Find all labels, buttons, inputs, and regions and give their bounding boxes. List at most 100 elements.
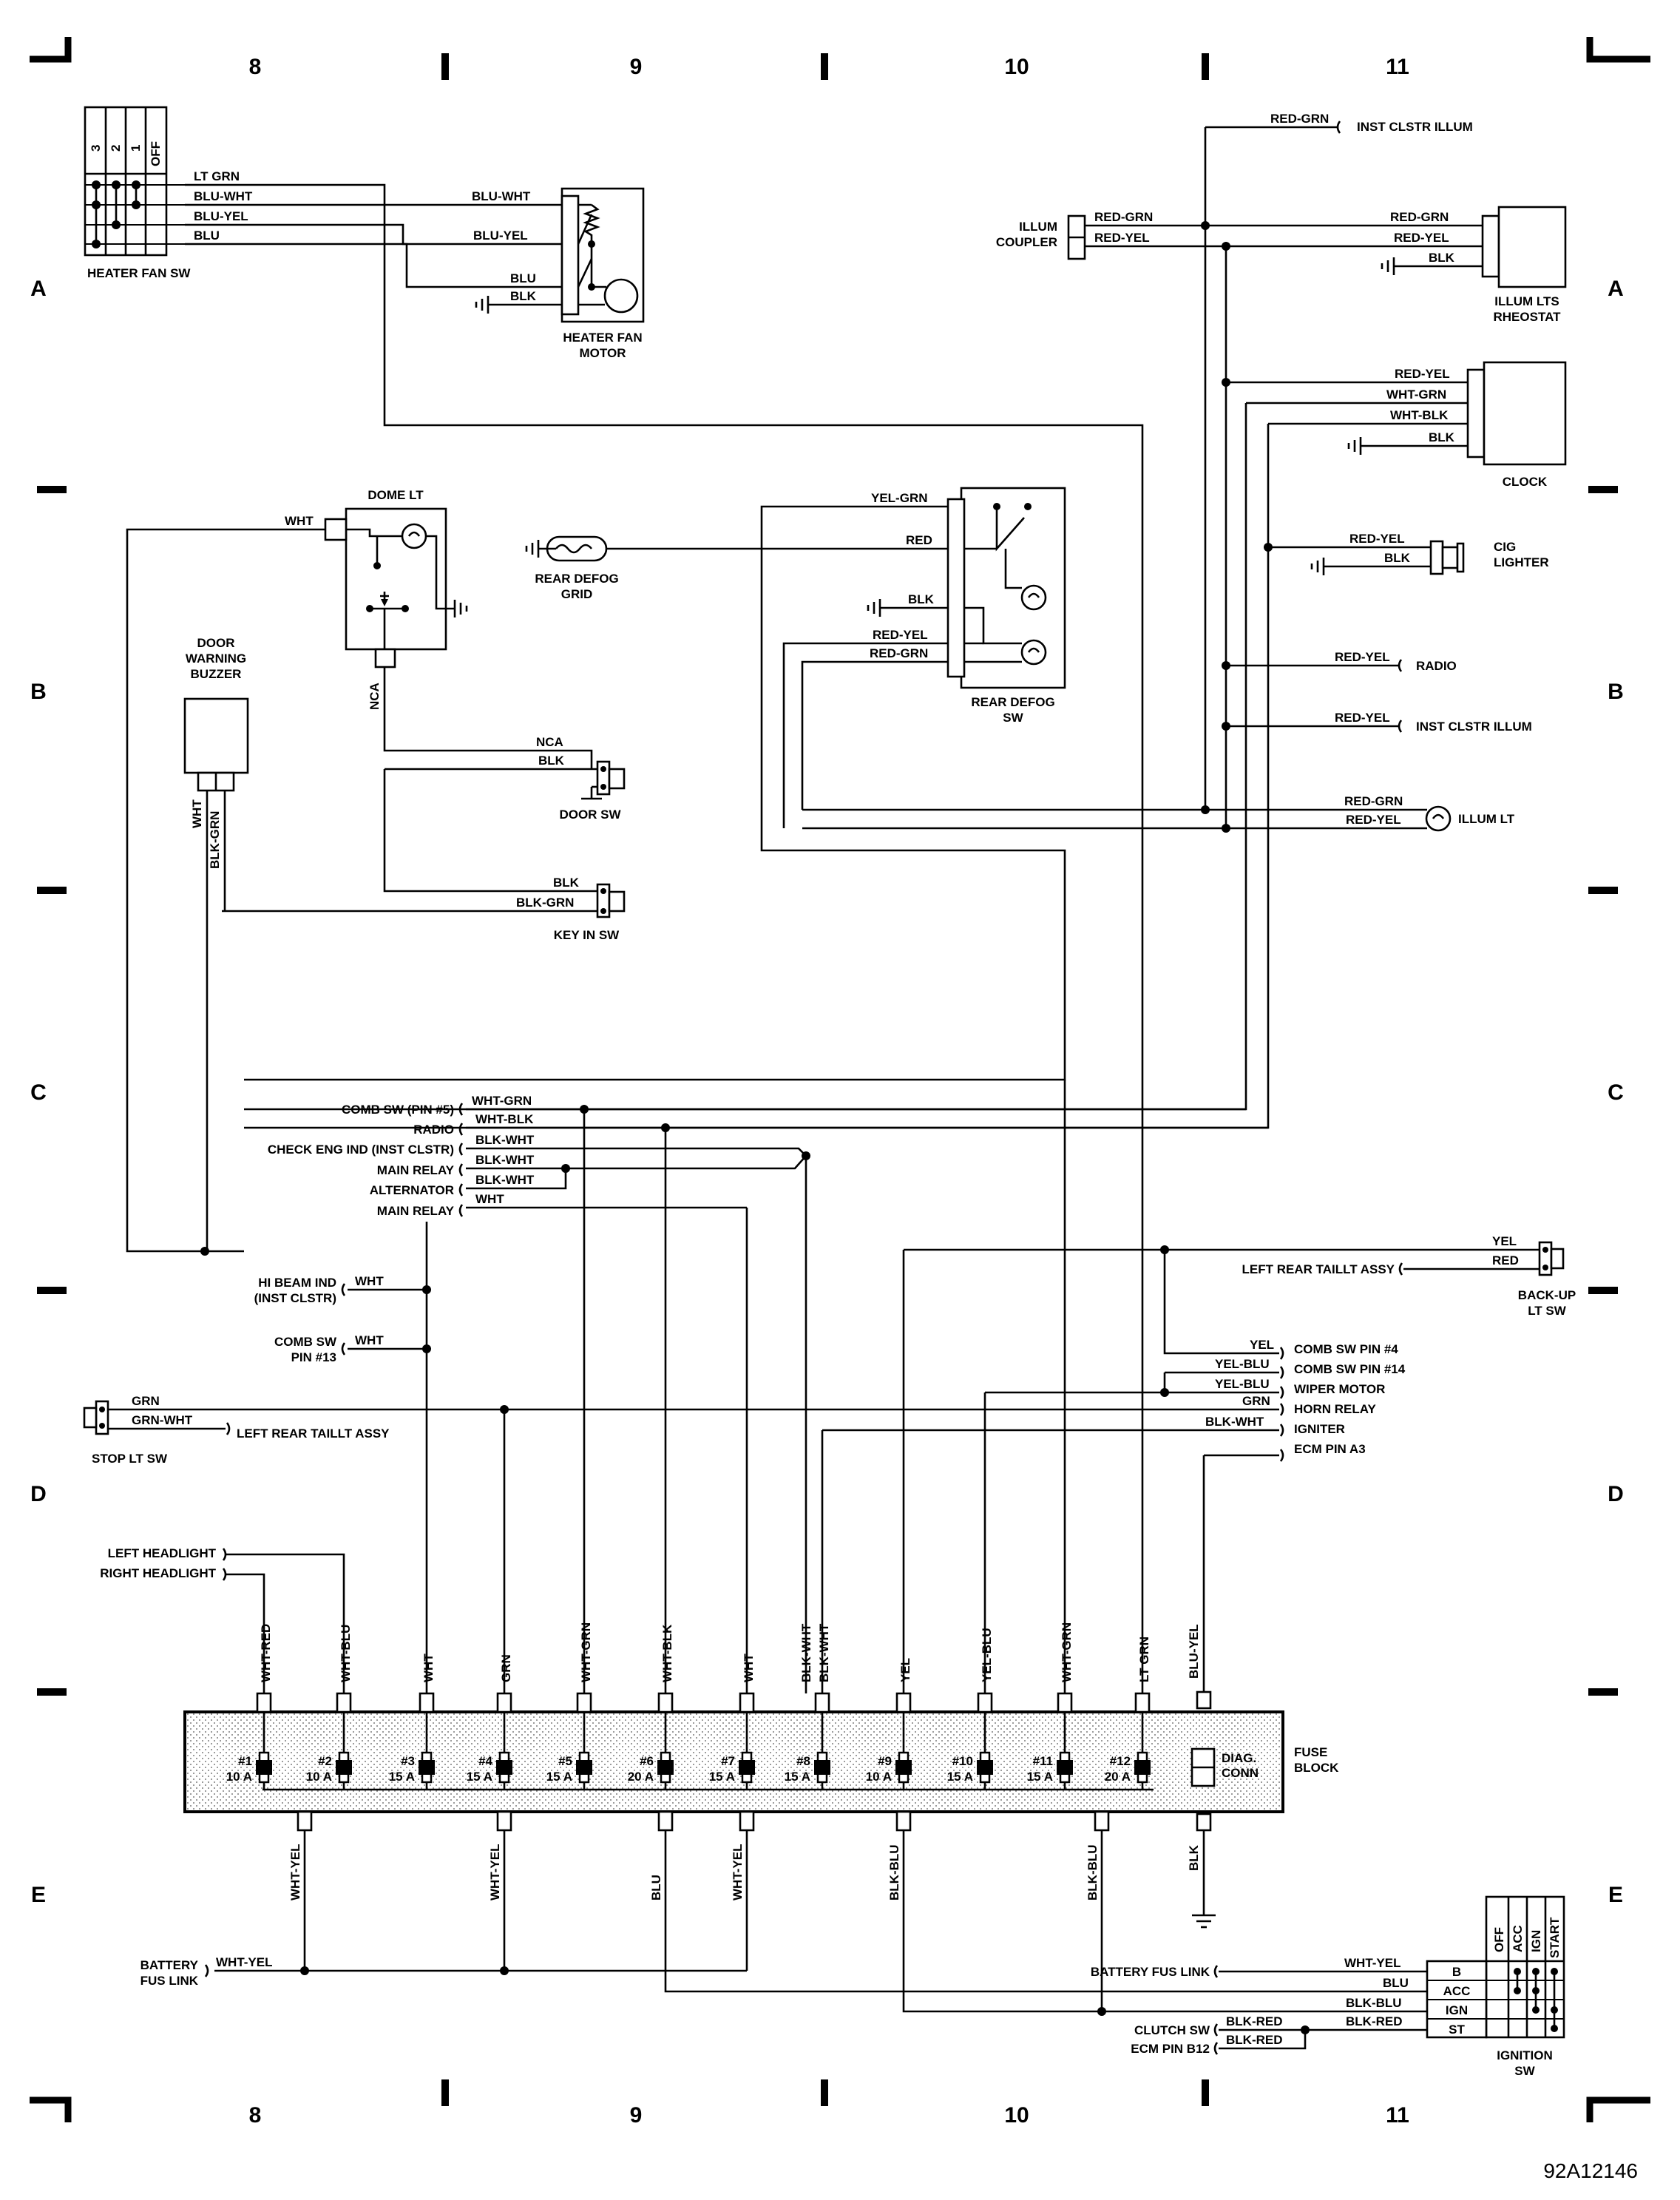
dest-alternator: ALTERNATOR (370, 1183, 454, 1197)
ground-icon (1381, 257, 1395, 275)
rear-defog-grid: RED REAR DEFOG GRID (525, 533, 961, 601)
wire-yel-grn-defog: YEL-GRN (871, 491, 928, 505)
back-up-lt-sw: BACK-UP LT SW YEL RED LEFT REAR TAILLT A… (902, 1234, 1576, 1693)
wire-red-grn-rheostat: RED-GRN (1390, 210, 1449, 224)
ground-icon (1347, 437, 1362, 455)
stop-lt-sw: STOP LT SW GRN GRN-WHT LEFT REAR TAILLT … (83, 1394, 1279, 1466)
wire-blk-wht-c2: BLK-WHT (475, 1153, 535, 1167)
dest-main-relay-2: MAIN RELAY (377, 1204, 455, 1218)
row-label-c-right: C (1608, 1080, 1624, 1105)
fuse-rating: 15 A (389, 1770, 415, 1784)
dest-battery-fus-link: BATTERY (140, 1958, 199, 1972)
dest-left-rear-taillt-backup: LEFT REAR TAILLT ASSY (1242, 1262, 1395, 1276)
heater-fan-switch: 3 2 1 OFF HEATER FAN SW (84, 106, 191, 280)
left-destinations: COMB SW (PIN #5) RADIO CHECK ENG IND (IN… (268, 1094, 1268, 1218)
col-label-9-top: 9 (630, 55, 643, 79)
fan-sw-pos-off: OFF (149, 141, 163, 166)
dest-comb-sw-pin13-2: PIN #13 (291, 1350, 336, 1364)
fuse-block-label-2: BLOCK (1294, 1761, 1339, 1775)
wire-blu: BLU (194, 229, 220, 243)
wire-wht-hibeam: WHT (355, 1274, 384, 1288)
fuse-number: #4 (478, 1754, 492, 1768)
headlight-branches: LEFT HEADLIGHT RIGHT HEADLIGHT (100, 1546, 345, 1693)
frame-marks: 8 9 10 11 8 9 10 11 A B C D E A B C D E … (30, 37, 1650, 2182)
wire-blu-ign: BLU (1383, 1976, 1409, 1990)
dest-hi-beam-ind-2: (INST CLSTR) (254, 1291, 336, 1305)
wire-yel-comb4: YEL (1250, 1338, 1274, 1352)
wire-blk-wht-c1: BLK-WHT (475, 1133, 535, 1147)
fuse-number: #10 (952, 1754, 973, 1768)
wire-wht-c: WHT (475, 1192, 504, 1206)
wire-blk-red-ecm: BLK-RED (1226, 2033, 1283, 2047)
heater-fan-motor-label: HEATER FAN (563, 331, 642, 345)
illum-coupler: ILLUM COUPLER (996, 214, 1086, 260)
wire-yel-backup: YEL (1492, 1234, 1517, 1248)
dest-wiper-motor: WIPER MOTOR (1294, 1382, 1385, 1396)
rear-defog-grid-label-2: GRID (561, 587, 593, 601)
fuse-top-wire-label: WHT (742, 1654, 756, 1682)
dest-horn-relay: HORN RELAY (1294, 1402, 1376, 1416)
col-label-8-bottom: 8 (249, 2103, 262, 2128)
illum-coupler-label-2: COUPLER (996, 235, 1057, 249)
figure-id: 92A12146 (1543, 2159, 1638, 2182)
ignition-sw: OFF ACC IGN START B ACC IGN ST IGNITION … (1426, 1895, 1565, 2078)
fuse-top-wire-label: LT GRN (1137, 1637, 1151, 1682)
fuse-number: #11 (1033, 1754, 1053, 1768)
ign-term-st: ST (1449, 2023, 1465, 2037)
clock: CLOCK RED-YEL WHT-GRN WHT-BLK BLK (244, 361, 1567, 1129)
back-up-lt-sw-label: BACK-UP (1518, 1288, 1576, 1302)
ignition-sw-label: IGNITION (1497, 2048, 1553, 2062)
wire-lt-grn: LT GRN (194, 169, 240, 183)
fuse-number: #12 (1110, 1754, 1131, 1768)
fuse-top-wire-label: WHT-GRN (579, 1622, 593, 1682)
buzzer-label-2: WARNING (186, 651, 246, 666)
wire-wht-buzzer: WHT (190, 799, 204, 828)
fuse-rating: 15 A (709, 1770, 735, 1784)
dest-comb-sw-pin4: COMB SW PIN #4 (1294, 1342, 1398, 1356)
dest-comb-sw-pin13: COMB SW (274, 1335, 337, 1349)
fuse-rating: 10 A (226, 1770, 252, 1784)
wire-blk-wht-igniter: BLK-WHT (1205, 1415, 1264, 1429)
fuse-bottom-wiring: BATTERY FUS LINK WHT-YEL BATTERY FUS LIN… (140, 1830, 1427, 2056)
ign-pos-ign: IGN (1529, 1930, 1543, 1952)
buzzer-label: DOOR (197, 636, 235, 650)
wire-blk-red-ign: BLK-RED (1346, 2014, 1403, 2028)
buzzer-label-3: BUZZER (191, 667, 242, 681)
diag-conn-label-2: CONN (1222, 1766, 1259, 1780)
fuse-rating: 20 A (1105, 1770, 1131, 1784)
heater-fan-wiring: LT GRN BLU-WHT BLU-WHT BLU-YEL BLU-YEL B… (185, 169, 1144, 1693)
fuse-number: #3 (401, 1754, 415, 1768)
wire-red-backup: RED (1492, 1253, 1519, 1267)
ign-pos-start: START (1548, 1917, 1562, 1958)
fuse-top-wiring (503, 1080, 1066, 1693)
wire-red-yel-inst: RED-YEL (1335, 711, 1390, 725)
fuse-bottom-wire-label: WHT-YEL (731, 1844, 745, 1901)
fuse-rating: 15 A (546, 1770, 572, 1784)
fuse-top-wire-label: GRN (499, 1654, 513, 1682)
dome-door-wiring: WHT NCA NCA BLK BLK BLK-GRN (126, 514, 597, 1256)
dest-clutch-sw: CLUTCH SW (1134, 2023, 1210, 2037)
fuse-bottom-wire-label: BLK-BLU (887, 1844, 901, 1901)
row-label-e-right: E (1608, 1883, 1623, 1907)
fan-sw-pos-2: 2 (109, 145, 123, 152)
wire-grn-horn: GRN (1242, 1394, 1270, 1408)
wire-blk-keyin: BLK (553, 876, 580, 890)
illum-coupler-label: ILLUM (1019, 220, 1057, 234)
dome-lt-label: DOME LT (368, 488, 424, 502)
illum-lts-rheostat-label-2: RHEOSTAT (1494, 310, 1562, 324)
row-label-c-left: C (30, 1080, 47, 1105)
cig-lighter-label-2: LIGHTER (1494, 555, 1549, 569)
heater-fan-sw-label: HEATER FAN SW (87, 266, 191, 280)
col-label-8-top: 8 (249, 55, 262, 79)
row-label-a-right: A (1608, 277, 1624, 301)
wire-blu-motor: BLU (510, 271, 536, 285)
fuse-rating: 10 A (306, 1770, 332, 1784)
wire-red-yel-coupler: RED-YEL (1094, 231, 1150, 245)
fuse-top-wire-label: YEL (898, 1658, 912, 1682)
